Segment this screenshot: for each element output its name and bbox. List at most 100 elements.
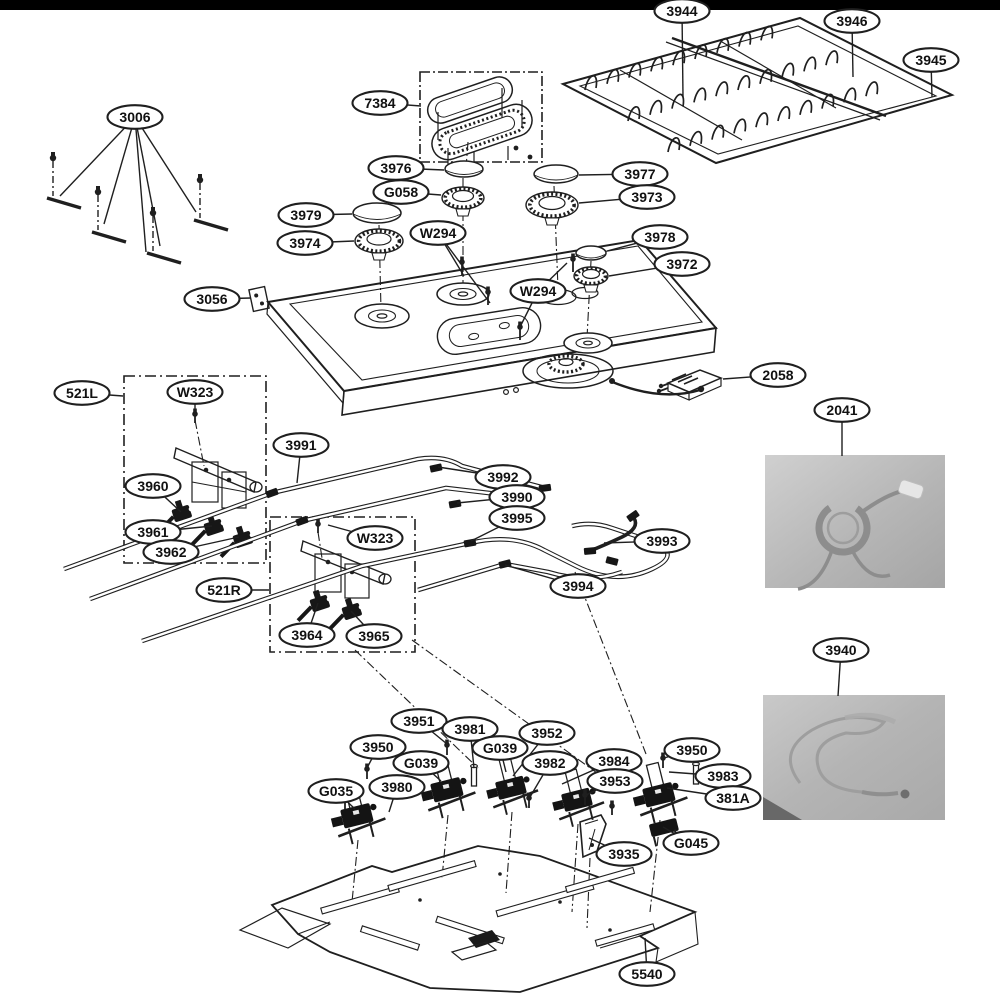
bracket-3056 — [248, 285, 270, 313]
callout-label: W294 — [420, 225, 457, 241]
photo-3940-harness — [763, 695, 945, 820]
pipe-fitting — [265, 487, 279, 499]
callout-oval — [106, 104, 164, 130]
callout-3994: 3994 — [504, 564, 607, 599]
callout-oval — [195, 577, 253, 603]
callout-leader — [134, 116, 197, 213]
panel-slot — [320, 885, 400, 915]
grate-finger — [671, 93, 685, 109]
callout-oval — [653, 0, 711, 24]
callout-oval — [351, 90, 409, 116]
callout-3995: 3995 — [470, 505, 546, 542]
grate-finger — [715, 81, 729, 97]
grate-finger — [755, 112, 769, 128]
callout-3945: 3945 — [902, 47, 960, 98]
callout-3976: 3976 — [367, 155, 445, 181]
gas-pipe-core — [63, 456, 546, 571]
callout-label: 3006 — [119, 109, 150, 125]
callout-3983: 3983 — [668, 763, 752, 789]
top-black-bar — [0, 0, 1000, 10]
callout-label: 3984 — [598, 753, 629, 769]
callout-oval — [749, 362, 807, 388]
callout-label: G035 — [319, 783, 353, 799]
bracket-3935 — [579, 814, 607, 859]
callout-g039-b: G039 — [471, 735, 529, 773]
grate-finger — [781, 62, 795, 78]
callout-3965: 3965 — [345, 610, 403, 649]
callout-oval — [518, 720, 576, 746]
burner-grate — [560, 16, 955, 165]
callout-oval — [823, 8, 881, 34]
panel-slot — [594, 923, 656, 947]
panel-burner-hole — [563, 332, 613, 354]
burner-cap — [575, 245, 607, 261]
callout-381a: 381A — [666, 785, 762, 811]
callout-label: 3953 — [599, 773, 630, 789]
grate-finger — [733, 118, 747, 134]
grate-finger — [711, 124, 725, 140]
screw-w294 — [517, 321, 523, 340]
callout-label: 3952 — [531, 725, 562, 741]
callout-oval — [142, 539, 200, 565]
callout-oval — [618, 961, 676, 987]
burner-caps-and-heads — [352, 160, 609, 293]
callout-3006: 3006 — [59, 104, 197, 253]
callout-2041: 2041 — [813, 397, 871, 456]
callout-5540: 5540 — [618, 937, 676, 987]
callout-w294-mid: W294 — [509, 262, 568, 326]
callout-label: 3977 — [624, 166, 655, 182]
callout-label: 2041 — [826, 402, 857, 418]
grate-finger — [843, 87, 857, 103]
callout-3935: 3935 — [588, 837, 653, 867]
pipe-fitting — [448, 499, 462, 509]
callout-oval — [372, 179, 430, 205]
callout-g039-a: G039 — [392, 750, 450, 782]
callout-g035: G035 — [307, 778, 365, 810]
callout-3982: 3982 — [521, 750, 579, 798]
callout-3980: 3980 — [368, 774, 426, 813]
grate-finger — [649, 99, 663, 115]
callout-label: 5540 — [631, 966, 662, 982]
callout-label: 3978 — [644, 229, 675, 245]
callout-label: 3950 — [676, 742, 707, 758]
callout-label: 521R — [207, 582, 240, 598]
pipe-fitting — [295, 515, 309, 527]
callout-oval — [471, 735, 529, 761]
callout-oval — [653, 251, 711, 277]
burner-head — [441, 186, 485, 217]
callout-leader — [103, 116, 136, 225]
grate-finger — [584, 75, 598, 91]
callout-oval — [278, 622, 336, 648]
callout-3952: 3952 — [512, 720, 576, 777]
flex-hose-3993 — [584, 517, 638, 555]
screw-3006 — [193, 174, 229, 232]
callout-3978: 3978 — [606, 224, 689, 252]
grate-finger — [606, 68, 620, 84]
callout-label: 3056 — [196, 291, 227, 307]
screw-w323-right — [315, 518, 321, 533]
callout-oval — [346, 525, 404, 551]
callout-label: 3983 — [707, 768, 738, 784]
callout-521r: 521R — [195, 577, 269, 603]
callout-w294-top: W294 — [409, 220, 491, 304]
callout-3944: 3944 — [653, 0, 711, 98]
grate-finger — [825, 50, 839, 66]
pipe-fitting — [429, 463, 443, 473]
base-panel-5540 — [238, 845, 699, 993]
burner-cap — [533, 164, 579, 184]
callout-label: 3962 — [155, 544, 186, 560]
callout-oval — [390, 708, 448, 734]
callout-label: 3951 — [403, 713, 434, 729]
callout-3977: 3977 — [578, 161, 669, 187]
callout-3973: 3973 — [578, 184, 676, 210]
grate-finger — [694, 44, 708, 60]
callout-oval — [509, 278, 567, 304]
callout-3950-b: 3950 — [663, 737, 721, 763]
callout-oval — [276, 230, 334, 256]
callout-oval — [307, 778, 365, 804]
callout-521l: 521L — [53, 380, 124, 406]
grate-finger — [650, 56, 664, 72]
pipe-fitting — [463, 538, 477, 548]
grate-finger — [865, 81, 879, 97]
